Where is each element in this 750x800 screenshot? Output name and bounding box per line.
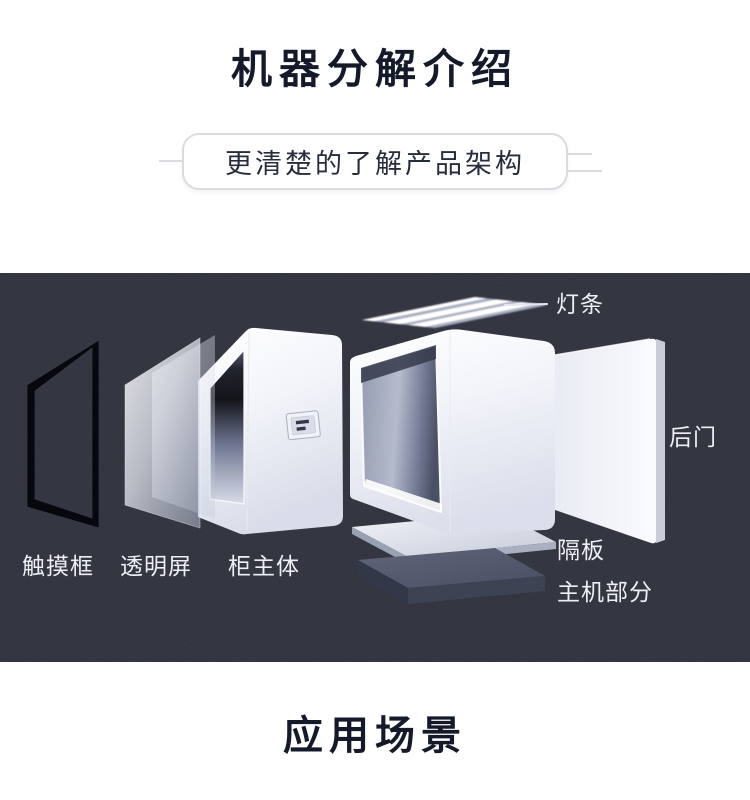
cabinet-body-part (198, 327, 343, 535)
host-part-slab (358, 548, 545, 604)
application-scenarios-section: 应用场景 (0, 662, 750, 800)
subtitle-banner: 更清楚的了解产品架构 (159, 133, 602, 190)
section-title-machine-breakdown: 机器分解介绍 (231, 46, 519, 92)
banner-left-line (159, 160, 184, 162)
label-light-strip: 灯条 (556, 291, 604, 317)
label-transparent-screen: 透明屏 (120, 553, 192, 579)
back-door-part (551, 338, 665, 544)
label-touch-frame: 触摸框 (22, 553, 94, 579)
subtitle-text: 更清楚的了解产品架构 (225, 149, 525, 179)
exploded-diagram: 灯条 后门 触摸框 透明屏 柜主体 隔板 主机部分 (0, 273, 750, 662)
transparent-screen-part (124, 337, 201, 529)
banner-right-line-top (566, 153, 592, 155)
exploded-diagram-section: 灯条 后门 触摸框 透明屏 柜主体 隔板 主机部分 (0, 273, 750, 662)
enclosure-frame-part (350, 329, 555, 534)
light-strip-part (362, 297, 548, 328)
banner-right-line-bottom (566, 170, 602, 172)
label-cabinet-body: 柜主体 (228, 553, 300, 579)
io-port-plate (285, 410, 321, 441)
intro-section: 机器分解介绍 更清楚的了解产品架构 (0, 0, 750, 273)
label-back-door: 后门 (669, 424, 717, 450)
label-host-part: 主机部分 (557, 579, 653, 605)
section-title-application-scenarios: 应用场景 (283, 713, 467, 758)
label-partition: 隔板 (557, 537, 605, 563)
touch-frame-part (26, 339, 100, 529)
light-strip-leader-line (504, 303, 548, 306)
